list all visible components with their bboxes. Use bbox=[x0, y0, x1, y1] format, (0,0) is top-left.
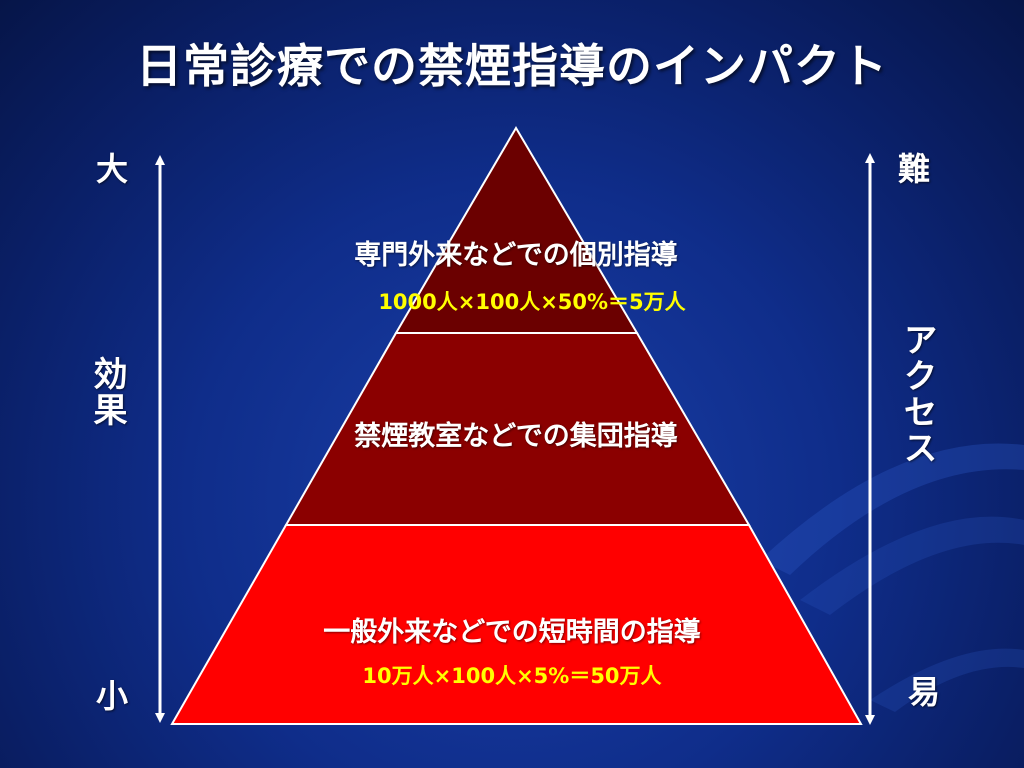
pyramid-tier-bottom bbox=[170, 524, 863, 725]
right-axis-label: アクセス bbox=[897, 322, 937, 466]
tier-formula-individual: 1000人×100人×50%＝5万人 bbox=[378, 290, 686, 314]
page-title: 日常診療での禁煙指導のインパクト bbox=[136, 39, 888, 93]
tier-formula-brief: 10万人×100人×5%＝50万人 bbox=[362, 664, 662, 688]
tier-label-group: 禁煙教室などでの集団指導 bbox=[354, 421, 678, 452]
right-axis-top-label: 難 bbox=[898, 150, 931, 188]
left-axis-label: 効果 bbox=[87, 356, 127, 428]
tier-label-individual: 専門外来などでの個別指導 bbox=[354, 240, 678, 271]
left-axis-bottom-label: 小 bbox=[96, 677, 129, 715]
right-axis-bottom-label: 易 bbox=[908, 673, 941, 711]
tier-label-brief: 一般外来などでの短時間の指導 bbox=[323, 617, 701, 648]
left-axis-top-label: 大 bbox=[96, 150, 129, 188]
